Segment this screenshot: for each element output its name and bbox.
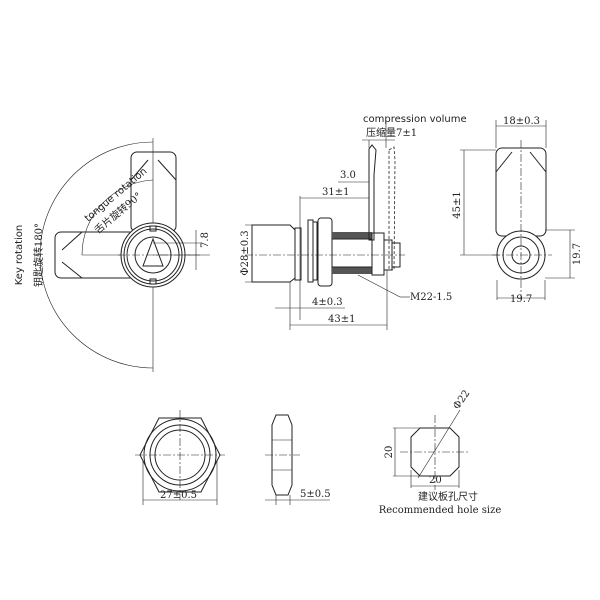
- dim-27: 27±0.5: [160, 490, 197, 501]
- dim-20-width: 20: [429, 475, 442, 486]
- hole-view: Φ22 20 20 建议板孔尺寸 Recommended hole size: [379, 388, 502, 516]
- thread-spec: M22-1.5: [410, 292, 452, 303]
- key-rotation-label: Key rotation: [14, 225, 25, 286]
- lock-head: [251, 224, 296, 283]
- tongue-rotation-arc: [81, 179, 154, 256]
- dim-18: 18±0.3: [503, 116, 540, 127]
- dim-19-7-bottom: 19.7: [510, 294, 532, 305]
- dim-19-7-right: 19.7: [572, 243, 583, 265]
- dim-43: 43±1: [328, 314, 355, 325]
- nut-side: [271, 414, 293, 496]
- side-view: compression volume 压缩量7±1 3.0 31±1 Φ28±0…: [240, 114, 467, 330]
- dim-diameter-28: Φ28±0.3: [240, 230, 251, 275]
- dim-4: 4±0.3: [312, 297, 343, 308]
- triangle-mark: [142, 237, 164, 267]
- dim-diameter-22: Φ22: [451, 388, 472, 411]
- key-rotation-arc: [39, 141, 154, 369]
- compression-cn: 压缩量7±1: [366, 126, 417, 139]
- right-view: 18±0.3 45±1 19.7 19.7: [452, 116, 583, 305]
- recommended-hole: [410, 427, 460, 477]
- front-view: 7.8 Key rotation 钥匙旋转180° tongue rotatio…: [14, 138, 211, 372]
- nut-view: 27±0.5 5±0.5: [135, 410, 331, 505]
- dim-20-height: 20: [384, 446, 395, 459]
- dim-3: 3.0: [340, 170, 356, 181]
- compression-label: compression volume: [363, 114, 467, 125]
- dim-5: 5±0.5: [300, 489, 331, 500]
- hole-label-en: Recommended hole size: [379, 505, 502, 516]
- tongue-side: [368, 144, 377, 241]
- nut: [317, 217, 333, 287]
- key-rotation-cn: 钥匙旋转180°: [32, 223, 45, 287]
- dim-offset: 7.8: [200, 232, 211, 248]
- hole-label-cn: 建议板孔尺寸: [418, 490, 478, 503]
- dim-45: 45±1: [452, 191, 463, 218]
- dim-31: 31±1: [322, 187, 349, 198]
